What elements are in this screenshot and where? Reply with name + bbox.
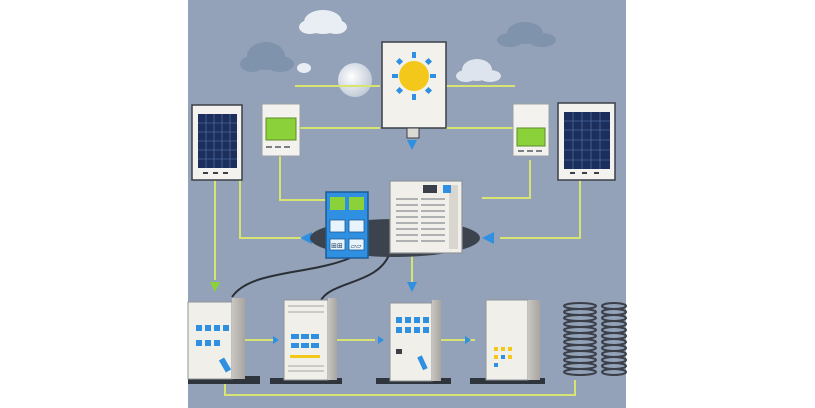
- central-inverter: [389, 180, 463, 254]
- arrow-left-icon: [482, 232, 494, 244]
- power-cable: [231, 251, 391, 303]
- cloud-icon: [456, 59, 501, 82]
- sun-icon: [392, 52, 436, 100]
- server-icon: [396, 198, 445, 242]
- cloud-icon: [497, 22, 556, 47]
- solar-panel-left: [191, 104, 243, 181]
- battery-cabinet-4: [485, 299, 540, 381]
- coil-icon: [563, 302, 597, 376]
- wiring: [214, 85, 581, 396]
- display-icon: [265, 117, 297, 141]
- battery-cabinet-3: [389, 300, 441, 382]
- charge-controller-left: [261, 103, 301, 157]
- moon-icon: [338, 63, 372, 97]
- flow-arrows: [210, 140, 494, 344]
- arrow-down-icon: [407, 282, 417, 292]
- control-module-label: ▱▱: [351, 242, 362, 250]
- coil-right: [601, 302, 627, 376]
- control-module: ⊞⊞ ▱▱: [325, 191, 369, 259]
- charge-controller-right: [512, 103, 550, 157]
- solar-panel-right: [557, 102, 616, 181]
- arrow-left-icon: [300, 232, 312, 244]
- cloud-icon: [240, 42, 294, 72]
- arrow-right-icon: [378, 336, 384, 344]
- cloud-icon: [297, 63, 311, 73]
- arrow-down-icon: [210, 282, 220, 292]
- arrow-right-icon: [273, 336, 279, 344]
- sun-monitor: [381, 41, 447, 139]
- arrow-right-icon: [465, 336, 471, 344]
- battery-cabinet-2: [283, 298, 337, 381]
- control-module-label: ⊞⊞: [331, 242, 343, 250]
- cloud-icon: [299, 10, 347, 34]
- battery-cabinet-1: [187, 298, 245, 380]
- coil-icon: [601, 302, 627, 376]
- coil-left: [563, 302, 597, 376]
- solar-panel-icon: [564, 112, 610, 169]
- arrow-down-icon: [407, 140, 417, 150]
- display-icon: [516, 127, 546, 147]
